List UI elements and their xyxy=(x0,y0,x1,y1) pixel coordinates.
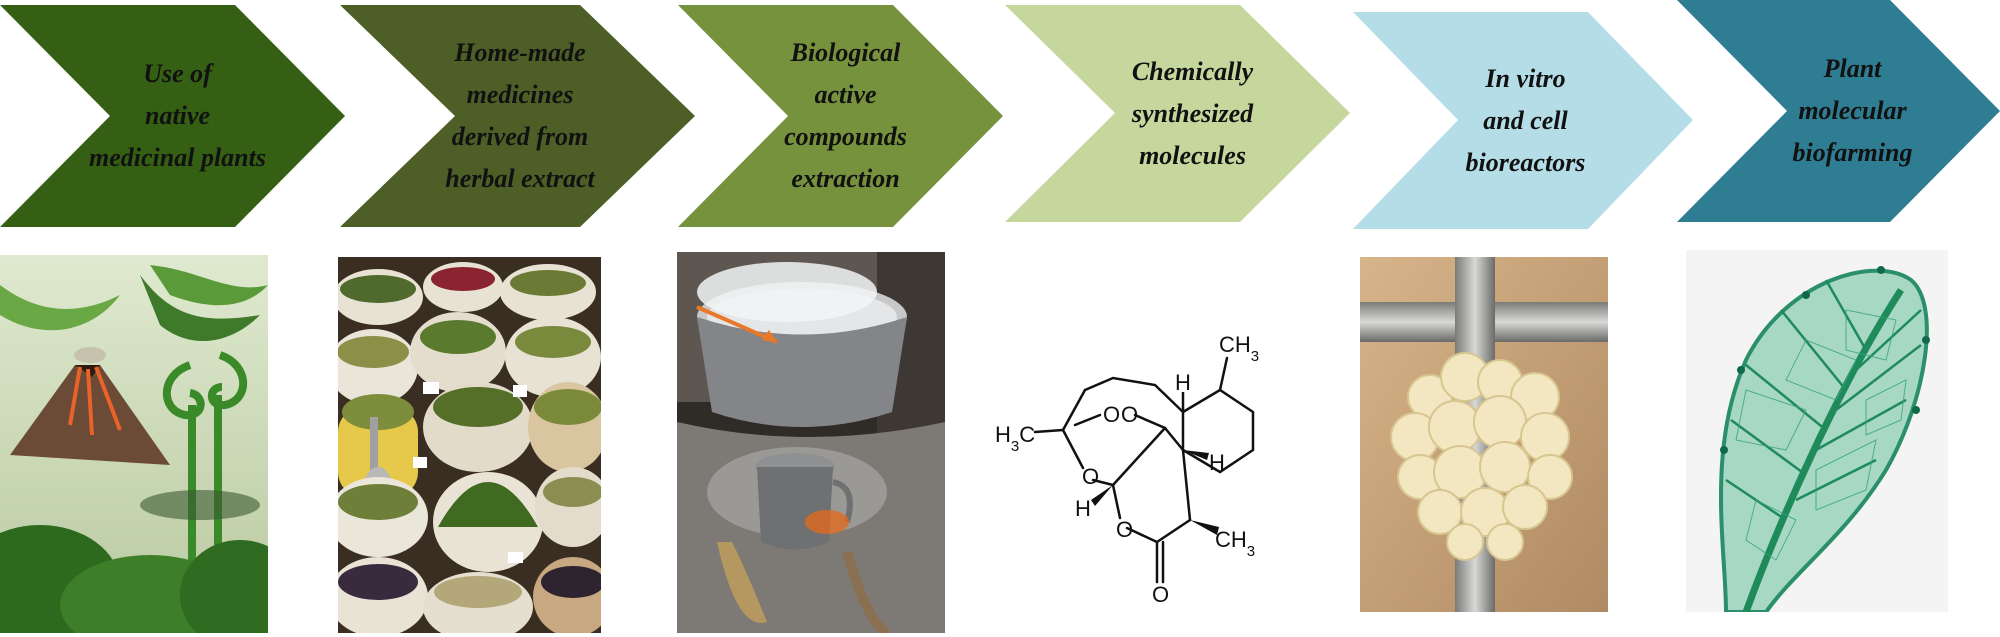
step-5-line-3: bioreactors xyxy=(1465,147,1586,177)
step-4-line-1: Chemically xyxy=(1131,56,1254,86)
label-ch3-top: CH3 xyxy=(1219,332,1259,365)
callus-culture-photo-icon xyxy=(1360,257,1608,612)
step-1-chevron: Use of native medicinal plants xyxy=(0,5,345,227)
step-2-label: Home-made medicines derived from herbal … xyxy=(400,5,640,227)
chevron-shape xyxy=(1677,0,2000,222)
step-1-line-3: medicinal plants xyxy=(89,143,266,172)
step-3-line-1: Biological xyxy=(790,38,901,67)
chevron-shape xyxy=(1005,5,1350,222)
label-o5: O xyxy=(1152,582,1169,607)
step-3-line-3: compounds xyxy=(784,122,907,151)
label-h-right: H xyxy=(1209,450,1225,475)
label-h-top: H xyxy=(1175,370,1191,395)
artemisinin-structure-icon: H3C CH3 CH3 H H H O O O O O xyxy=(995,310,1295,610)
fern-volcano-illustration-icon xyxy=(0,255,268,633)
step-2-chevron: Home-made medicines derived from herbal … xyxy=(340,5,695,227)
label-o4: O xyxy=(1116,517,1133,542)
step-6-chevron: Plant molecular biofarming xyxy=(1677,0,2000,222)
step-1-line-2: native xyxy=(145,101,210,130)
step-5-label: In vitro and cell bioreactors xyxy=(1408,12,1643,229)
chevron-shape xyxy=(1353,12,1693,229)
step-4-line-2: synthesized xyxy=(1131,98,1254,128)
step-6-line-2: molecular xyxy=(1798,96,1907,125)
gus-stained-leaf-photo-icon xyxy=(1686,250,1948,612)
step-5-line-2: and cell xyxy=(1483,105,1568,135)
step-6-line-3: biofarming xyxy=(1792,138,1913,167)
step-3-label: Biological active compounds extraction xyxy=(738,5,953,227)
step-4-label: Chemically synthesized molecules xyxy=(1075,5,1310,222)
boiling-pot-photo-icon xyxy=(677,252,945,633)
herb-sacks-photo-icon xyxy=(338,257,601,633)
step-2-line-1: Home-made xyxy=(454,38,586,67)
step-5-chevron: In vitro and cell bioreactors xyxy=(1353,12,1693,229)
step-3-chevron: Biological active compounds extraction xyxy=(678,5,1003,227)
step-4-line-3: molecules xyxy=(1139,140,1246,170)
step-6-label: Plant molecular biofarming xyxy=(1745,0,1960,222)
step-3-line-4: extraction xyxy=(791,164,900,193)
label-o3: O xyxy=(1082,464,1099,489)
chevron-shape xyxy=(0,5,345,227)
label-h3c: H3C xyxy=(995,422,1035,455)
step-6-line-1: Plant xyxy=(1823,54,1882,83)
chevron-shape xyxy=(678,5,1003,227)
label-h-left: H xyxy=(1075,496,1091,521)
label-ch3-bottom: CH3 xyxy=(1215,527,1255,560)
step-2-line-2: medicines xyxy=(466,80,574,109)
step-2-line-3: derived from xyxy=(451,122,589,151)
step-1-line-1: Use of xyxy=(143,59,212,88)
step-4-chevron: Chemically synthesized molecules xyxy=(1005,5,1350,222)
chevron-shape xyxy=(340,5,695,227)
step-2-line-4: herbal extract xyxy=(445,164,595,193)
label-o1: O xyxy=(1103,402,1120,427)
step-1-label: Use of native medicinal plants xyxy=(60,5,295,227)
step-5-line-1: In vitro xyxy=(1485,63,1566,93)
step-3-line-2: active xyxy=(814,80,877,109)
label-o2: O xyxy=(1121,402,1138,427)
